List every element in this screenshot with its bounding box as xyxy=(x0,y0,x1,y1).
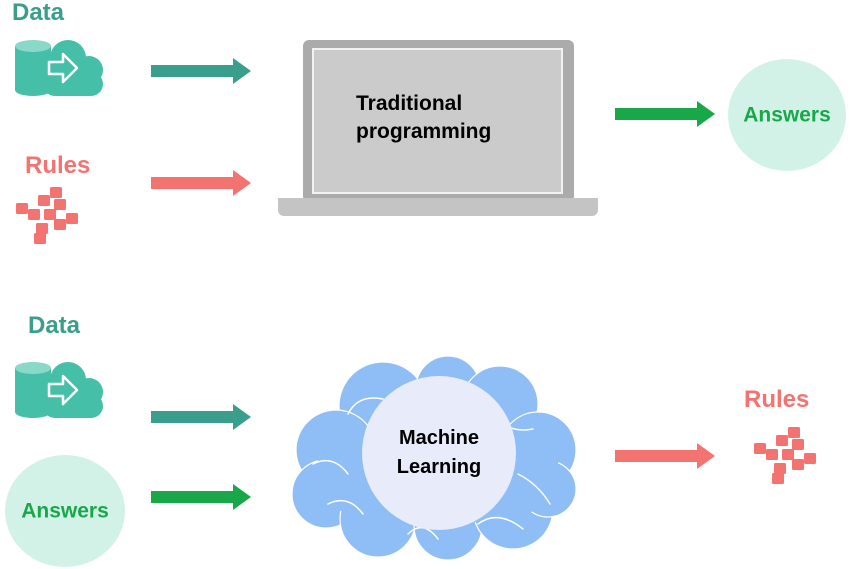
answers-input: Answers xyxy=(5,455,125,567)
rules-label: Rules xyxy=(25,152,91,179)
answers-arrow xyxy=(151,484,251,510)
answers-label: Answers xyxy=(743,103,831,127)
rules-arrow xyxy=(615,443,715,469)
database-arrow-icon xyxy=(15,40,103,96)
data-label: Data xyxy=(28,312,81,339)
laptop-screen xyxy=(312,48,563,194)
puzzle-blocks-icon xyxy=(16,187,78,244)
rules-label: Rules xyxy=(744,386,810,413)
data-label: Data xyxy=(12,0,65,26)
rules-arrow xyxy=(151,170,251,196)
data-arrow xyxy=(151,58,251,84)
answers-label: Answers xyxy=(21,499,109,523)
traditional-programming-label: Traditional programming xyxy=(356,92,492,143)
laptop-base xyxy=(278,198,598,216)
puzzle-blocks-icon xyxy=(754,427,816,484)
answers-arrow xyxy=(615,101,715,127)
database-arrow-icon xyxy=(15,362,103,418)
answers-output: Answers xyxy=(728,59,846,171)
laptop-icon xyxy=(303,40,574,202)
ml-core-circle xyxy=(362,376,516,530)
machine-learning-label: Machine Learning xyxy=(396,427,482,478)
data-arrow xyxy=(151,404,251,430)
